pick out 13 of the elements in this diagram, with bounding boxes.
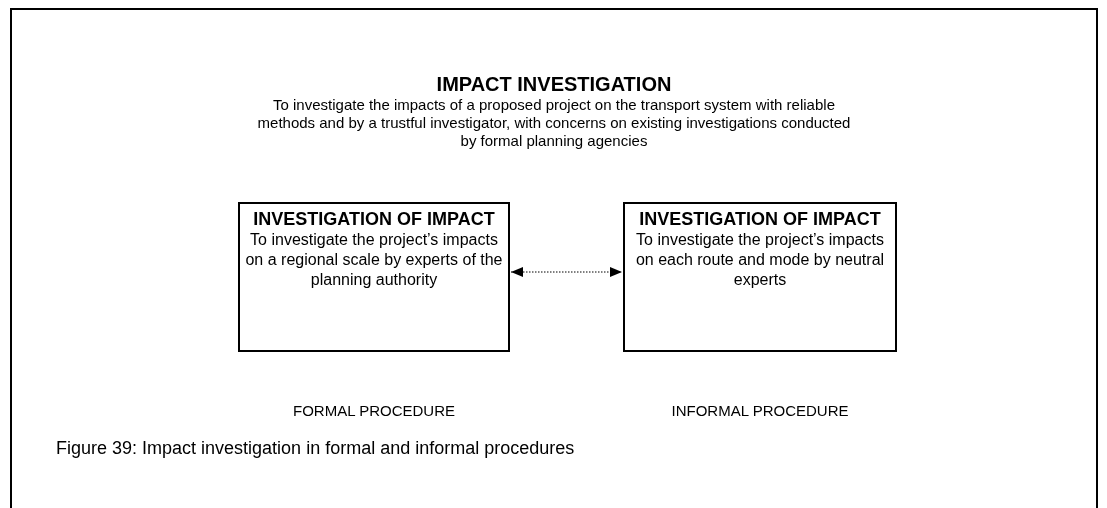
process-box	[623, 202, 897, 352]
box-description: To investigate the project’s impacts on each route and mode by neutral experts	[634, 230, 886, 290]
figure-caption: Figure 39: Impact investigation in formal and informal procedures	[56, 437, 575, 459]
double-arrow	[510, 267, 623, 277]
frame-heading: IMPACT INVESTIGATION	[436, 72, 672, 96]
frame-description: To investigate the impacts of a proposed project on the transport system with reliable methods and by a trustful investigator, with concerns on existing investigations conducted by formal planning agencies	[256, 96, 852, 150]
procedure-label: FORMAL PROCEDURE	[292, 402, 456, 420]
box-heading: INVESTIGATION OF IMPACT	[639, 208, 881, 230]
process-box	[238, 202, 510, 352]
box-heading: INVESTIGATION OF IMPACT	[253, 208, 495, 230]
outer-frame	[10, 8, 1098, 508]
procedure-label: INFORMAL PROCEDURE	[670, 402, 850, 420]
box-description: To investigate the project’s impacts on a regional scale by experts of the planning authority	[244, 230, 504, 290]
